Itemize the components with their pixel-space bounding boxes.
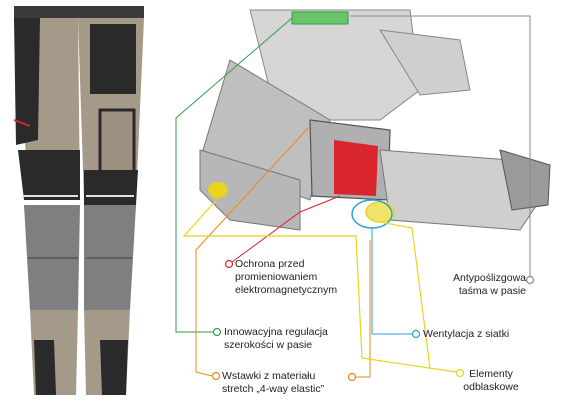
label-stretch-inserts: Wstawki z materiału stretch „4-way elast… — [222, 370, 352, 396]
label-emf-line2: promieniowaniem — [235, 271, 318, 283]
label-waist-adjustment: Innowacyjna regulacja szerokości w pasie — [224, 326, 354, 352]
label-ventilation-line1: Wentylacja z siatki — [423, 328, 510, 340]
kneeling-worker-sketch — [199, 9, 551, 231]
label-antislip: Antypoślizgowa taśma w pasie — [438, 272, 526, 298]
label-antislip-line2: taśma w pasie — [458, 285, 526, 297]
label-reflective-line2: odblaskowe — [463, 381, 519, 393]
label-emf-protection: Ochrona przed promieniowaniem elektromag… — [235, 258, 365, 297]
label-reflective: Elementy odblaskowe — [446, 368, 536, 394]
label-antislip-line1: Antypoślizgowa — [453, 272, 526, 284]
label-stretch-line1: Wstawki z materiału — [222, 370, 316, 382]
label-stretch-line2: stretch „4-way elastic” — [222, 383, 325, 395]
label-waist-line1: Innowacyjna regulacja — [224, 326, 328, 338]
label-emf-line3: elektromagnetycznym — [235, 284, 338, 296]
work-trousers-image — [13, 6, 144, 395]
label-reflective-line1: Elementy — [469, 368, 513, 380]
label-waist-line2: szerokości w pasie — [224, 339, 313, 351]
label-ventilation: Wentylacja z siatki — [423, 328, 553, 341]
label-emf-line1: Ochrona przed — [235, 258, 305, 270]
